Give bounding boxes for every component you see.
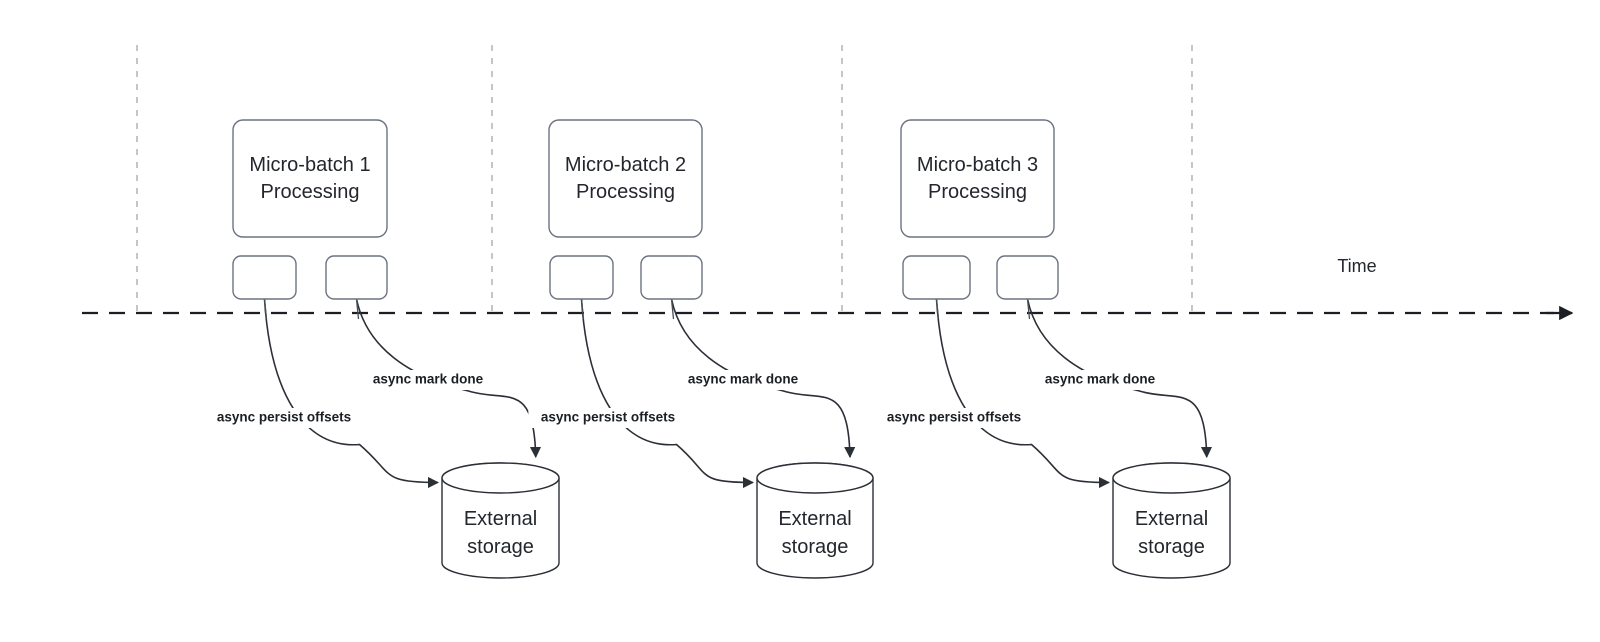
async-mark-done-arrow-3 <box>1026 298 1213 459</box>
storage-label-line1-2: External <box>778 508 851 530</box>
async-persist-offsets-arrow-1 <box>263 298 440 489</box>
async-mark-done-label-1-backdrop <box>370 370 486 390</box>
task-stem-1a <box>263 298 268 320</box>
async-mark-done-label-1: async mark done <box>373 372 484 387</box>
cylinder-top-ellipse-1 <box>441 462 560 494</box>
time-axis-label: Time <box>1337 256 1376 276</box>
task-stem-2b <box>670 298 675 320</box>
task-box-1b[interactable] <box>325 255 388 300</box>
micro-batch-box-2[interactable] <box>548 119 703 238</box>
timeline-group: Time <box>82 256 1574 321</box>
async-mark-done-label-3: async mark done <box>1045 372 1156 387</box>
flow-curves-group <box>263 298 1213 489</box>
async-mark-done-arrow-1 <box>355 298 542 459</box>
async-persist-offsets-label-2-backdrop <box>528 408 688 428</box>
micro-batch-label-line2-1: Processing <box>261 181 360 203</box>
task-box-3a[interactable] <box>902 255 971 300</box>
cylinder-top-ellipse-2 <box>756 462 874 494</box>
task-stem-3a <box>935 298 940 320</box>
task-stem-2a <box>580 298 585 320</box>
micro-batch-box-1[interactable] <box>232 119 388 238</box>
micro-batch-label-line2-3: Processing <box>928 181 1027 203</box>
edge-labels-group: async persist offsets async mark done asyn… <box>204 370 1158 428</box>
async-persist-offsets-label-1: async persist offsets <box>217 410 351 425</box>
storage-label-line2-3: storage <box>1138 536 1205 558</box>
micro-batch-label-line1-3: Micro-batch 3 <box>917 154 1038 176</box>
async-persist-offsets-label-3-backdrop <box>874 408 1034 428</box>
storage-label-line1-3: External <box>1135 508 1208 530</box>
micro-batch-label-line1-1: Micro-batch 1 <box>249 154 370 176</box>
task-box-2a[interactable] <box>549 255 614 300</box>
async-persist-offsets-arrow-2 <box>580 298 755 489</box>
task-box-2b[interactable] <box>640 255 703 300</box>
task-stem-3b <box>1026 298 1031 320</box>
divider-lines-group <box>136 45 1193 313</box>
micro-batch-label-line2-2: Processing <box>576 181 675 203</box>
async-mark-done-label-3-backdrop <box>1042 370 1158 390</box>
storage-label-line2-2: storage <box>782 536 849 558</box>
async-persist-offsets-arrow-3 <box>935 298 1111 489</box>
async-persist-offsets-label-3: async persist offsets <box>887 410 1021 425</box>
micro-batch-box-3[interactable] <box>900 119 1055 238</box>
storage-label-line2-1: storage <box>467 536 534 558</box>
storage-label-line1-1: External <box>464 508 537 530</box>
task-box-1a[interactable] <box>232 255 297 300</box>
cylinder-top-ellipse-3 <box>1112 462 1231 494</box>
micro-batch-label-line1-2: Micro-batch 2 <box>565 154 686 176</box>
task-stem-1b <box>355 298 360 320</box>
task-box-3b[interactable] <box>996 255 1059 300</box>
async-persist-offsets-label-1-backdrop <box>204 408 364 428</box>
async-mark-done-arrow-2 <box>670 298 856 459</box>
async-mark-done-label-2: async mark done <box>688 372 799 387</box>
async-mark-done-label-2-backdrop <box>685 370 801 390</box>
async-persist-offsets-label-2: async persist offsets <box>541 410 675 425</box>
